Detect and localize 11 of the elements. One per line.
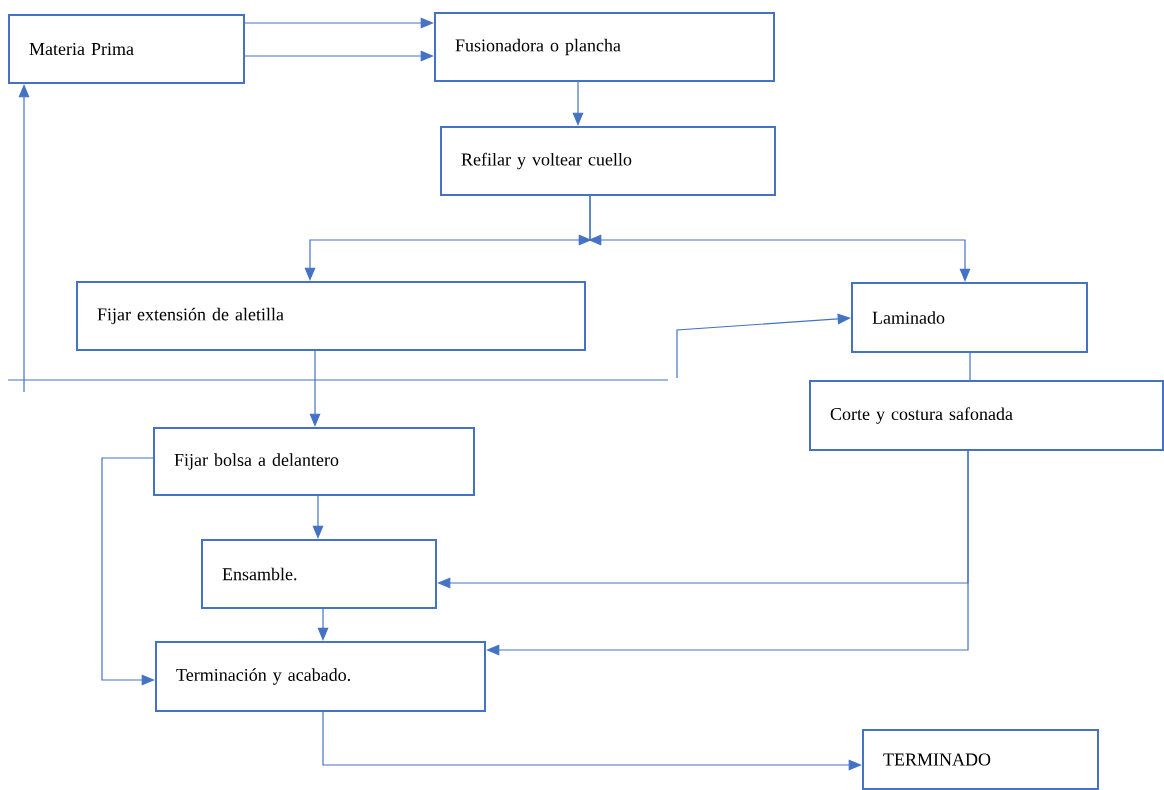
process-box: Corte y costura safonada xyxy=(809,380,1164,451)
process-box: Fijar extensión de aletilla xyxy=(76,281,586,351)
process-box: Fijar bolsa a delantero xyxy=(153,427,475,496)
process-box: Terminación y acabado. xyxy=(155,641,486,712)
process-box: Ensamble. xyxy=(201,539,437,609)
process-box: Laminado xyxy=(851,282,1088,353)
connector-line xyxy=(969,352,971,381)
process-box: Fusionadora o plancha xyxy=(434,12,775,82)
process-box: TERMINADO xyxy=(862,729,1099,790)
process-box: Refilar y voltear cuello xyxy=(440,126,776,196)
process-box: Materia Prima xyxy=(8,14,245,84)
